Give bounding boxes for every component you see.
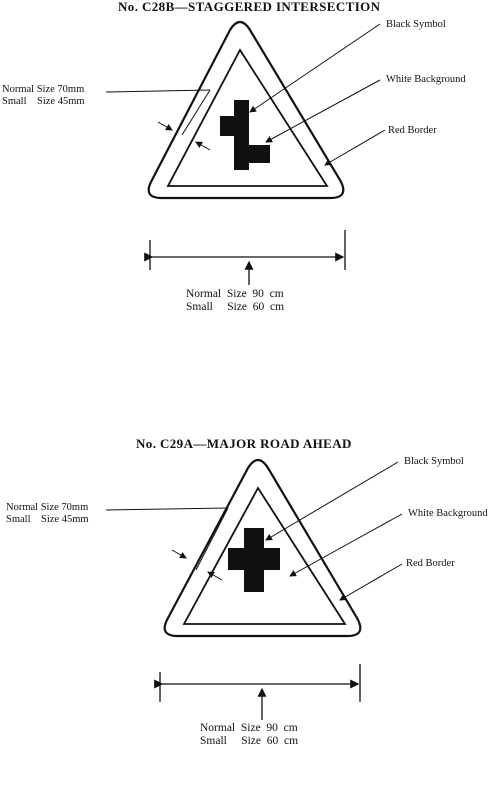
leader-border-size: [105, 89, 211, 93]
leader-border-size-drop: [181, 89, 211, 136]
label-white-background: White Background: [386, 74, 466, 85]
sign-inner-triangle: [182, 486, 347, 625]
leader-black-symbol: [265, 461, 399, 541]
sign-size-small: Small Size 60 cm: [186, 301, 285, 313]
label-red-border: Red Border: [388, 125, 437, 136]
label-black-symbol: Black Symbol: [404, 456, 464, 467]
sign-diagram-c29a: No. C29A—MAJOR ROAD AHEAD Black Symbol W…: [0, 430, 500, 804]
leader-white-background: [289, 513, 403, 577]
label-white-background: White Background: [408, 508, 488, 519]
border-size-small: Small Size 45mm: [2, 96, 85, 107]
sign-title: No. C28B—STAGGERED INTERSECTION: [118, 0, 381, 14]
border-size-small: Small Size 45mm: [6, 514, 89, 525]
border-width-arrow-outer: [157, 121, 173, 131]
leader-border-size: [105, 507, 229, 511]
leader-white-background: [265, 79, 381, 143]
sign-width-dimension: [154, 664, 361, 720]
leader-border-size-drop: [195, 507, 229, 571]
major-road-cross-symbol: [228, 528, 280, 592]
sign-outer-border: [147, 20, 345, 200]
sign-c28b-drawing: [105, 20, 386, 285]
sign-width-dimension: [144, 230, 346, 285]
sign-spec-page: No. C28B—STAGGERED INTERSECTION Black Sy…: [0, 0, 500, 747]
border-size-normal: Normal Size 70mm: [2, 84, 85, 95]
staggered-intersection-symbol: [220, 100, 270, 170]
border-width-arrow-outer: [171, 549, 187, 559]
sign-size-normal: Normal Size 90 cm: [186, 288, 284, 300]
border-width-arrow-inner: [195, 141, 211, 151]
border-size-normal: Normal Size 70mm: [6, 502, 89, 513]
sign-size-small: Small Size 60 cm: [200, 735, 299, 747]
label-black-symbol: Black Symbol: [386, 19, 446, 30]
leader-red-border: [324, 129, 386, 166]
sign-title: No. C29A—MAJOR ROAD AHEAD: [136, 436, 352, 451]
sign-diagram-c28b: No. C28B—STAGGERED INTERSECTION Black Sy…: [0, 0, 500, 374]
leader-black-symbol: [249, 23, 381, 113]
leader-red-border: [339, 563, 403, 601]
sign-c29a-drawing: [105, 458, 403, 720]
sign-outer-border: [163, 458, 362, 638]
sign-size-normal: Normal Size 90 cm: [200, 722, 298, 734]
border-width-arrow-inner: [207, 571, 223, 581]
sign-inner-triangle: [166, 48, 329, 187]
label-red-border: Red Border: [406, 558, 455, 569]
